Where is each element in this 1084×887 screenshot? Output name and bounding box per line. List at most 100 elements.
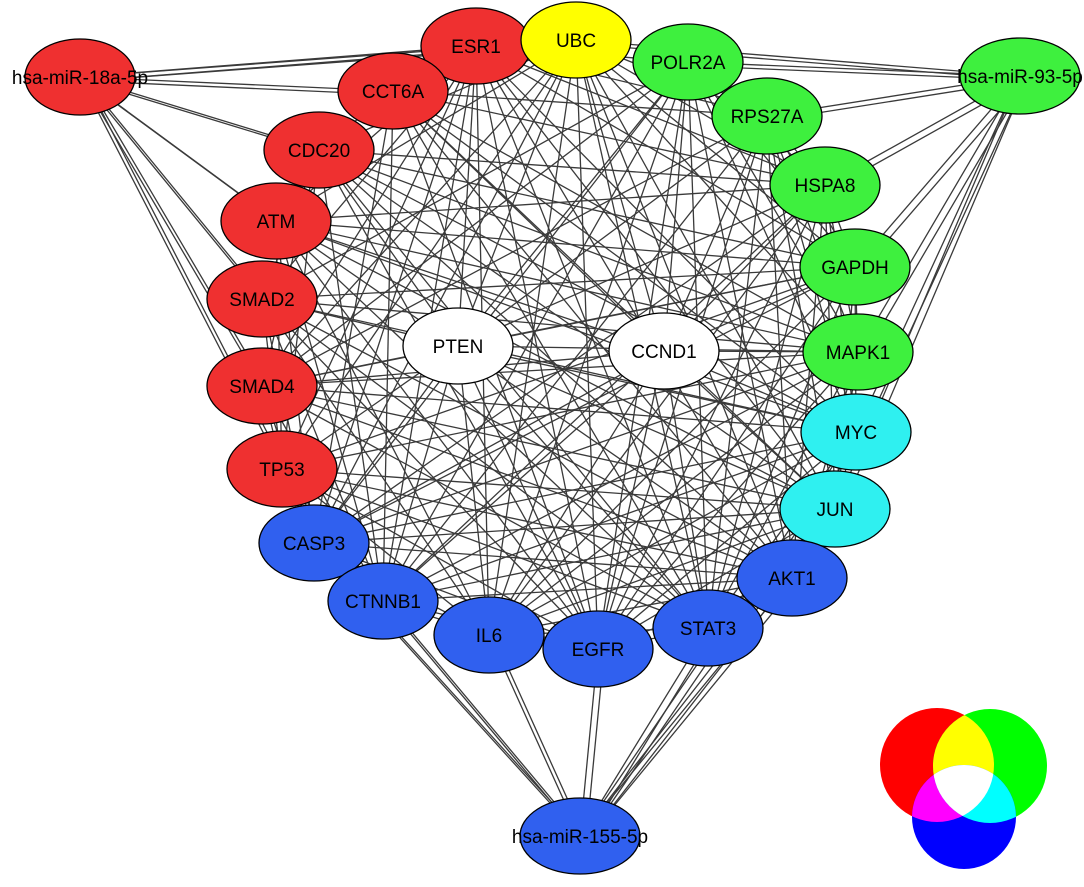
node-smad2[interactable]: SMAD2: [206, 260, 318, 338]
node-ellipse[interactable]: [520, 1, 632, 79]
node-hsa-mir-93-5p[interactable]: hsa-miR-93-5p: [957, 37, 1083, 115]
edge-ESR1-CASP3: [313, 45, 477, 544]
node-hspa8[interactable]: HSPA8: [769, 146, 881, 224]
node-ellipse[interactable]: [800, 393, 912, 471]
node-ellipse[interactable]: [337, 52, 449, 130]
node-pten[interactable]: PTEN: [402, 307, 514, 385]
node-stat3[interactable]: STAT3: [652, 589, 764, 667]
edge-JUN-CTNNB1: [382, 508, 836, 602]
node-akt1[interactable]: AKT1: [736, 539, 848, 617]
node-label: hsa-miR-155-5p: [512, 827, 648, 848]
node-ellipse[interactable]: [779, 470, 891, 548]
node-ellipse[interactable]: [263, 111, 375, 189]
node-label: SMAD2: [229, 290, 294, 311]
node-label: MAPK1: [826, 343, 890, 364]
node-label: TP53: [259, 460, 304, 481]
node-il6[interactable]: IL6: [433, 596, 545, 674]
node-ctnnb1[interactable]: CTNNB1: [327, 562, 439, 640]
edge-SMAD2-MYC: [261, 298, 857, 433]
node-ellipse[interactable]: [959, 37, 1081, 115]
node-ellipse[interactable]: [327, 562, 439, 640]
node-ellipse[interactable]: [652, 589, 764, 667]
edge-GAPDH-CASP3: [313, 266, 856, 544]
node-ellipse[interactable]: [24, 38, 136, 116]
edge-HSPA8-CTNNB1: [382, 184, 826, 602]
edge-CDC20-AKT1: [318, 149, 793, 579]
edge-hsa-miR-18a-5p-SMAD4-b: [85, 80, 269, 391]
edge-ATM-AKT1: [275, 220, 793, 579]
edge-PTEN-IL6: [457, 345, 490, 636]
edge-SMAD4-JUN: [261, 385, 836, 510]
node-polr2a[interactable]: POLR2A: [632, 23, 744, 101]
node-smad4[interactable]: SMAD4: [206, 347, 318, 425]
node-ellipse[interactable]: [542, 610, 654, 688]
node-gapdh[interactable]: GAPDH: [799, 228, 911, 306]
node-ellipse[interactable]: [711, 77, 823, 155]
edge-SMAD4-STAT3: [261, 385, 709, 629]
node-ellipse[interactable]: [206, 260, 318, 338]
edge-SMAD2-STAT3: [261, 298, 709, 629]
edge-HSPA8-ATM: [275, 184, 826, 222]
node-label: CTNNB1: [345, 592, 421, 613]
edge-UBC-EGFR: [575, 39, 599, 650]
node-label: CDC20: [288, 141, 350, 162]
node-ellipse[interactable]: [519, 797, 641, 875]
edge-GAPDH-IL6: [488, 266, 856, 636]
node-rps27a[interactable]: RPS27A: [711, 77, 823, 155]
edge-CCT6A-MYC: [392, 90, 857, 433]
node-label: CASP3: [283, 534, 345, 555]
edge-CCT6A-CTNNB1: [382, 90, 394, 602]
node-ubc[interactable]: UBC: [520, 1, 632, 79]
node-hsa-mir-155-5p[interactable]: hsa-miR-155-5p: [512, 797, 648, 875]
node-ellipse[interactable]: [802, 313, 914, 391]
edge-CDC20-EGFR: [318, 149, 599, 650]
node-ellipse[interactable]: [402, 307, 514, 385]
node-tp53[interactable]: TP53: [226, 430, 338, 508]
edge-TP53-STAT3: [281, 468, 709, 629]
edge-UBC-AKT1: [575, 39, 793, 579]
edge-POLR2A-GAPDH: [687, 61, 856, 268]
edge-HSPA8-PTEN: [457, 184, 826, 347]
edge-hsa-miR-93-5p-MAPK1-b: [863, 79, 1027, 357]
node-ellipse[interactable]: [799, 228, 911, 306]
edge-TP53-JUN: [281, 468, 836, 510]
node-ellipse[interactable]: [258, 504, 370, 582]
node-label: SMAD4: [229, 377, 295, 398]
node-ellipse[interactable]: [608, 312, 720, 390]
node-label: GAPDH: [821, 258, 889, 279]
edge-UBC-CCND1: [575, 39, 665, 352]
node-ellipse[interactable]: [769, 146, 881, 224]
node-egfr[interactable]: EGFR: [542, 610, 654, 688]
edge-UBC-MAPK1: [575, 39, 859, 353]
node-cct6a[interactable]: CCT6A: [337, 52, 449, 130]
edge-CDC20-GAPDH: [318, 149, 856, 268]
edge-CCT6A-RPS27A: [392, 90, 768, 117]
node-ellipse[interactable]: [736, 539, 848, 617]
node-label: EGFR: [572, 640, 625, 661]
edge-PTEN-CTNNB1: [382, 345, 459, 602]
edge-CASP3-AKT1: [313, 542, 793, 579]
node-mapk1[interactable]: MAPK1: [802, 313, 914, 391]
edge-CDC20-HSPA8: [318, 149, 826, 186]
node-ccnd1[interactable]: CCND1: [608, 312, 720, 390]
venn-legend: [880, 708, 1047, 869]
node-ellipse[interactable]: [632, 23, 744, 101]
node-atm[interactable]: ATM: [220, 182, 332, 260]
edge-MYC-CASP3: [313, 431, 857, 544]
edge-JUN-IL6: [488, 508, 836, 636]
node-ellipse[interactable]: [226, 430, 338, 508]
edge-hsa-miR-18a-5p-SMAD2: [79, 76, 263, 300]
node-hsa-mir-18a-5p[interactable]: hsa-miR-18a-5p: [12, 38, 148, 116]
edge-SMAD2-IL6: [261, 298, 490, 636]
node-label: CCT6A: [362, 82, 425, 103]
node-casp3[interactable]: CASP3: [258, 504, 370, 582]
edge-MYC-EGFR: [597, 431, 857, 650]
node-myc[interactable]: MYC: [800, 393, 912, 471]
node-ellipse[interactable]: [220, 182, 332, 260]
node-ellipse[interactable]: [206, 347, 318, 425]
node-jun[interactable]: JUN: [779, 470, 891, 548]
node-cdc20[interactable]: CDC20: [263, 111, 375, 189]
node-ellipse[interactable]: [433, 596, 545, 674]
node-esr1[interactable]: ESR1: [420, 7, 532, 85]
